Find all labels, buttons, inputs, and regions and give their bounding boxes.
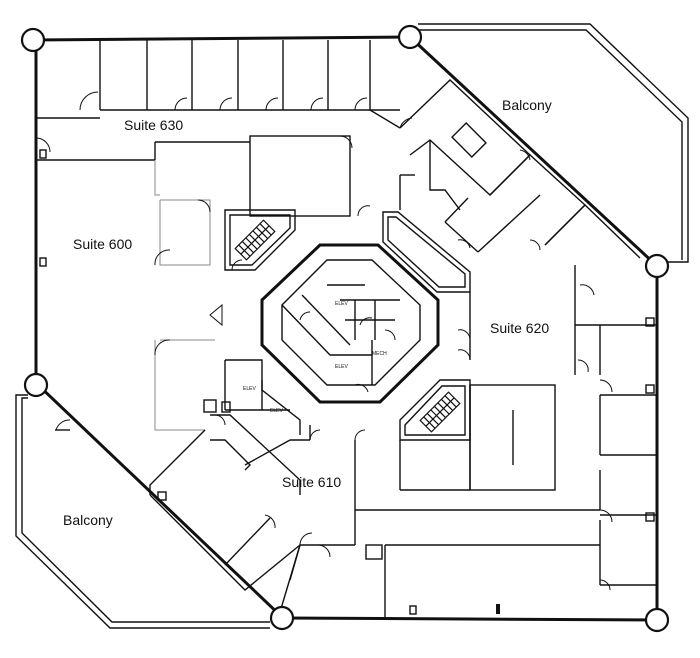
structural-columns (20, 24, 670, 633)
suite-620-rooms (355, 265, 657, 618)
column-se (644, 607, 670, 633)
core-label-elev-1: ELEV (335, 301, 348, 307)
column-e (644, 253, 670, 279)
label-suite-630: Suite 630 (124, 117, 183, 133)
suite-610-rooms (149, 425, 366, 613)
label-suite-610: Suite 610 (282, 474, 341, 490)
column-w (23, 372, 49, 398)
north-core-room (249, 135, 371, 217)
labels: Suite 630 Suite 600 Suite 620 Suite 610 … (63, 97, 552, 528)
column-nw (20, 27, 46, 53)
core-label-elev-2: ELEV (335, 364, 348, 370)
core-shaft-ne (382, 211, 471, 293)
label-balcony-ne: Balcony (502, 97, 552, 113)
label-suite-620: Suite 620 (490, 320, 549, 336)
core-label-elev-3: ELEV (243, 386, 256, 392)
column-n (397, 24, 423, 50)
label-balcony-sw: Balcony (63, 512, 113, 528)
balcony-ne-outline (418, 23, 689, 263)
core-label-elev-4: ELEV (270, 408, 283, 414)
balcony-sw-outline (15, 394, 270, 629)
core-label-mech: MECH (372, 351, 387, 357)
suite-600-rooms (39, 149, 215, 431)
stair-nw (224, 209, 296, 271)
column-s (269, 605, 295, 631)
west-corridor-symbols (55, 303, 223, 431)
building-core: ELEV ELEV MECH (260, 243, 440, 404)
ne-wing-rooms (399, 79, 641, 296)
stair-se (399, 379, 471, 441)
label-suite-600: Suite 600 (73, 236, 132, 252)
suite-630-offices (35, 40, 401, 161)
sw-core-rooms: ELEV ELEV (203, 359, 301, 495)
